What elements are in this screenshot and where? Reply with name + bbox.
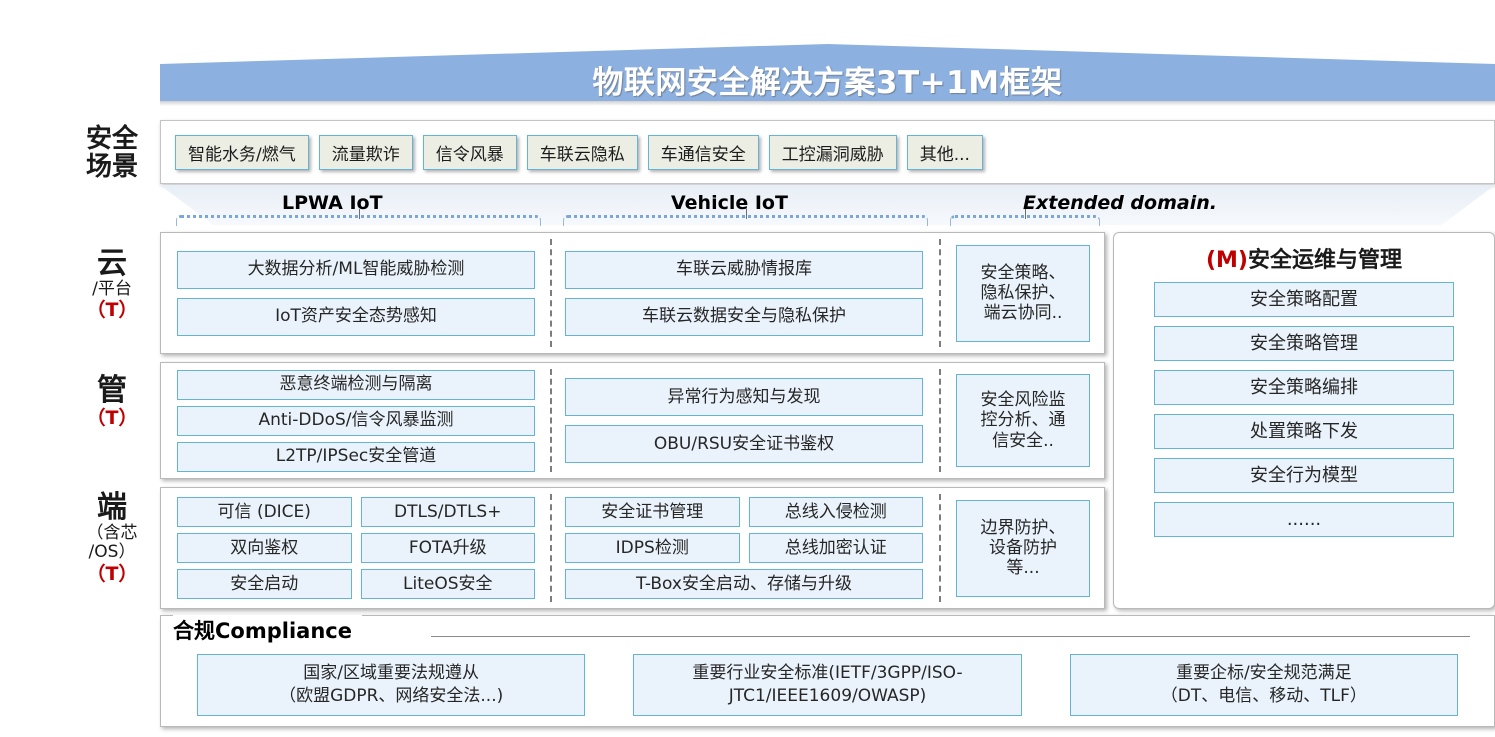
funnel-shape xyxy=(160,185,1495,225)
compliance-item[interactable]: 重要行业安全标准(IETF/3GPP/ISO-JTC1/IEEE1609/OWA… xyxy=(633,654,1022,716)
layer-cloud-lpwa-column: 大数据分析/ML智能威胁检测 IoT资产安全态势感知 xyxy=(177,233,535,353)
capability-cell[interactable]: 安全证书管理 xyxy=(565,497,740,527)
column-divider-2 xyxy=(939,369,941,472)
axis-label-terminal-sub1: （含芯 xyxy=(86,522,138,543)
capability-cell[interactable]: 大数据分析/ML智能威胁检测 xyxy=(177,250,535,289)
capability-cell[interactable]: T-Box安全启动、存储与升级 xyxy=(565,569,923,599)
capability-cell[interactable]: 双向鉴权 xyxy=(177,533,352,563)
capability-cell[interactable]: 车联云威胁情报库 xyxy=(565,250,923,289)
domain-label-lpwa: LPWA IoT xyxy=(282,192,383,214)
page-title: 物联网安全解决方案3T+1M框架 xyxy=(592,64,1063,101)
scenario-tag[interactable]: 信令风暴 xyxy=(422,134,517,170)
domain-brace-vehicle xyxy=(563,209,928,226)
domain-brace-extended xyxy=(950,209,1100,226)
scenario-tag[interactable]: 车通信安全 xyxy=(647,134,759,170)
capability-row: 安全启动 LiteOS安全 xyxy=(177,569,535,599)
layer-terminal-extended-column: 边界防护、设备防护等... xyxy=(956,488,1090,608)
axis-label-scenario: 安全 场景 xyxy=(62,124,162,182)
domain-label-vehicle: Vehicle IoT xyxy=(671,192,788,214)
axis-label-scenario-line1: 安全 xyxy=(85,124,138,154)
axis-label-cloud-sub: /平台 xyxy=(92,278,132,299)
axis-label-terminal-tag: （T） xyxy=(86,562,138,585)
capability-row: IDPS检测 总线加密认证 xyxy=(565,533,923,563)
column-divider-2 xyxy=(939,494,941,602)
capability-cell[interactable]: OBU/RSU安全证书鉴权 xyxy=(565,425,923,463)
compliance-item[interactable]: 国家/区域重要法规遵从（欧盟GDPR、网络安全法...) xyxy=(197,654,586,716)
scenario-tag[interactable]: 智能水务/燃气 xyxy=(175,134,309,170)
capability-row: 安全证书管理 总线入侵检测 xyxy=(565,497,923,527)
banner-shadow xyxy=(160,101,1495,106)
management-item-list: 安全策略配置 安全策略管理 安全策略编排 处置策略下发 安全行为模型 .....… xyxy=(1114,282,1494,537)
management-item[interactable]: 安全策略管理 xyxy=(1154,326,1454,361)
scenario-tag[interactable]: 流量欺诈 xyxy=(318,134,413,170)
management-prefix: (M) xyxy=(1205,248,1248,273)
capability-cell[interactable]: 可信 (DICE) xyxy=(177,497,352,527)
management-panel-title: (M)安全运维与管理 xyxy=(1114,242,1494,274)
layer-cloud-vehicle-column: 车联云威胁情报库 车联云数据安全与隐私保护 xyxy=(565,233,923,353)
capability-cell[interactable]: 安全风险监控分析、通信安全.. xyxy=(956,374,1090,467)
axis-label-scenario-line2: 场景 xyxy=(85,151,138,182)
capability-cell[interactable]: 边界防护、设备防护等... xyxy=(956,499,1090,597)
column-divider-1 xyxy=(550,369,552,472)
compliance-title: 合规Compliance xyxy=(173,615,362,645)
axis-label-cloud-main: 云 xyxy=(97,246,127,281)
axis-label-pipe-main: 管 xyxy=(97,373,127,408)
axis-label-terminal: 端 （含芯 /OS） （T） xyxy=(62,492,162,586)
layer-pipe-lpwa-column: 恶意终端检测与隔离 Anti-DDoS/信令风暴监测 L2TP/IPSec安全管… xyxy=(177,363,535,478)
management-item[interactable]: 安全行为模型 xyxy=(1154,458,1454,493)
capability-cell[interactable]: DTLS/DTLS+ xyxy=(360,497,535,527)
capability-cell[interactable]: 总线入侵检测 xyxy=(748,497,923,527)
compliance-divider xyxy=(431,636,1470,637)
capability-cell[interactable]: 安全策略、隐私保护、端云协同.. xyxy=(956,244,1090,342)
axis-label-pipe-tag: （T） xyxy=(86,406,138,429)
domain-label-extended: Extended domain. xyxy=(1023,192,1217,214)
capability-cell[interactable]: Anti-DDoS/信令风暴监测 xyxy=(177,405,535,436)
axis-label-terminal-main: 端 xyxy=(97,490,127,525)
management-title-text: 安全运维与管理 xyxy=(1248,248,1403,273)
capability-cell[interactable]: 异常行为感知与发现 xyxy=(565,378,923,416)
capability-cell[interactable]: IDPS检测 xyxy=(565,533,740,563)
layer-cloud: 大数据分析/ML智能威胁检测 IoT资产安全态势感知 车联云威胁情报库 车联云数… xyxy=(160,232,1105,354)
management-item[interactable]: 处置策略下发 xyxy=(1154,414,1454,449)
layer-cloud-extended-column: 安全策略、隐私保护、端云协同.. xyxy=(956,233,1090,353)
capability-cell[interactable]: L2TP/IPSec安全管道 xyxy=(177,441,535,472)
capability-cell[interactable]: IoT资产安全态势感知 xyxy=(177,297,535,336)
capability-cell[interactable]: FOTA升级 xyxy=(360,533,535,563)
scenario-tag[interactable]: 其他... xyxy=(906,134,983,170)
compliance-item-list: 国家/区域重要法规遵从（欧盟GDPR、网络安全法...) 重要行业安全标准(IE… xyxy=(197,654,1458,716)
domain-brace-lpwa xyxy=(176,209,541,226)
compliance-section: 合规Compliance 国家/区域重要法规遵从（欧盟GDPR、网络安全法...… xyxy=(160,615,1495,727)
scenario-strip: 智能水务/燃气 流量欺诈 信令风暴 车联云隐私 车通信安全 工控漏洞威胁 其他.… xyxy=(160,120,1495,184)
management-item[interactable]: 安全策略配置 xyxy=(1154,282,1454,317)
scenario-tag[interactable]: 车联云隐私 xyxy=(526,134,638,170)
capability-cell[interactable]: 安全启动 xyxy=(177,569,352,599)
layer-pipe-vehicle-column: 异常行为感知与发现 OBU/RSU安全证书鉴权 xyxy=(565,363,923,478)
layer-pipe-extended-column: 安全风险监控分析、通信安全.. xyxy=(956,363,1090,478)
capability-row: 双向鉴权 FOTA升级 xyxy=(177,533,535,563)
axis-label-cloud-tag: （T） xyxy=(86,299,138,322)
column-divider-2 xyxy=(939,239,941,347)
capability-cell[interactable]: LiteOS安全 xyxy=(360,569,535,599)
column-divider-1 xyxy=(550,494,552,602)
management-panel: (M)安全运维与管理 安全策略配置 安全策略管理 安全策略编排 处置策略下发 安… xyxy=(1113,232,1495,609)
layer-terminal: 可信 (DICE) DTLS/DTLS+ 双向鉴权 FOTA升级 安全启动 Li… xyxy=(160,487,1105,609)
column-divider-1 xyxy=(550,239,552,347)
capability-cell[interactable]: 恶意终端检测与隔离 xyxy=(177,369,535,400)
management-item[interactable]: 安全策略编排 xyxy=(1154,370,1454,405)
compliance-item[interactable]: 重要企标/安全规范满足（DT、电信、移动、TLF） xyxy=(1069,654,1458,716)
management-item[interactable]: ...... xyxy=(1154,502,1454,537)
capability-cell[interactable]: 总线加密认证 xyxy=(748,533,923,563)
framework-title-banner: 物联网安全解决方案3T+1M框架 xyxy=(160,44,1495,102)
layer-terminal-vehicle-column: 安全证书管理 总线入侵检测 IDPS检测 总线加密认证 T-Box安全启动、存储… xyxy=(565,488,923,608)
capability-row: 可信 (DICE) DTLS/DTLS+ xyxy=(177,497,535,527)
axis-label-terminal-sub2: /OS） xyxy=(88,542,136,563)
layer-terminal-lpwa-column: 可信 (DICE) DTLS/DTLS+ 双向鉴权 FOTA升级 安全启动 Li… xyxy=(177,488,535,608)
layer-pipe: 恶意终端检测与隔离 Anti-DDoS/信令风暴监测 L2TP/IPSec安全管… xyxy=(160,362,1105,479)
capability-cell[interactable]: 车联云数据安全与隐私保护 xyxy=(565,297,923,336)
axis-label-pipe: 管 （T） xyxy=(62,375,162,430)
axis-label-cloud: 云 /平台 （T） xyxy=(62,248,162,322)
scenario-tag[interactable]: 工控漏洞威胁 xyxy=(768,134,897,170)
